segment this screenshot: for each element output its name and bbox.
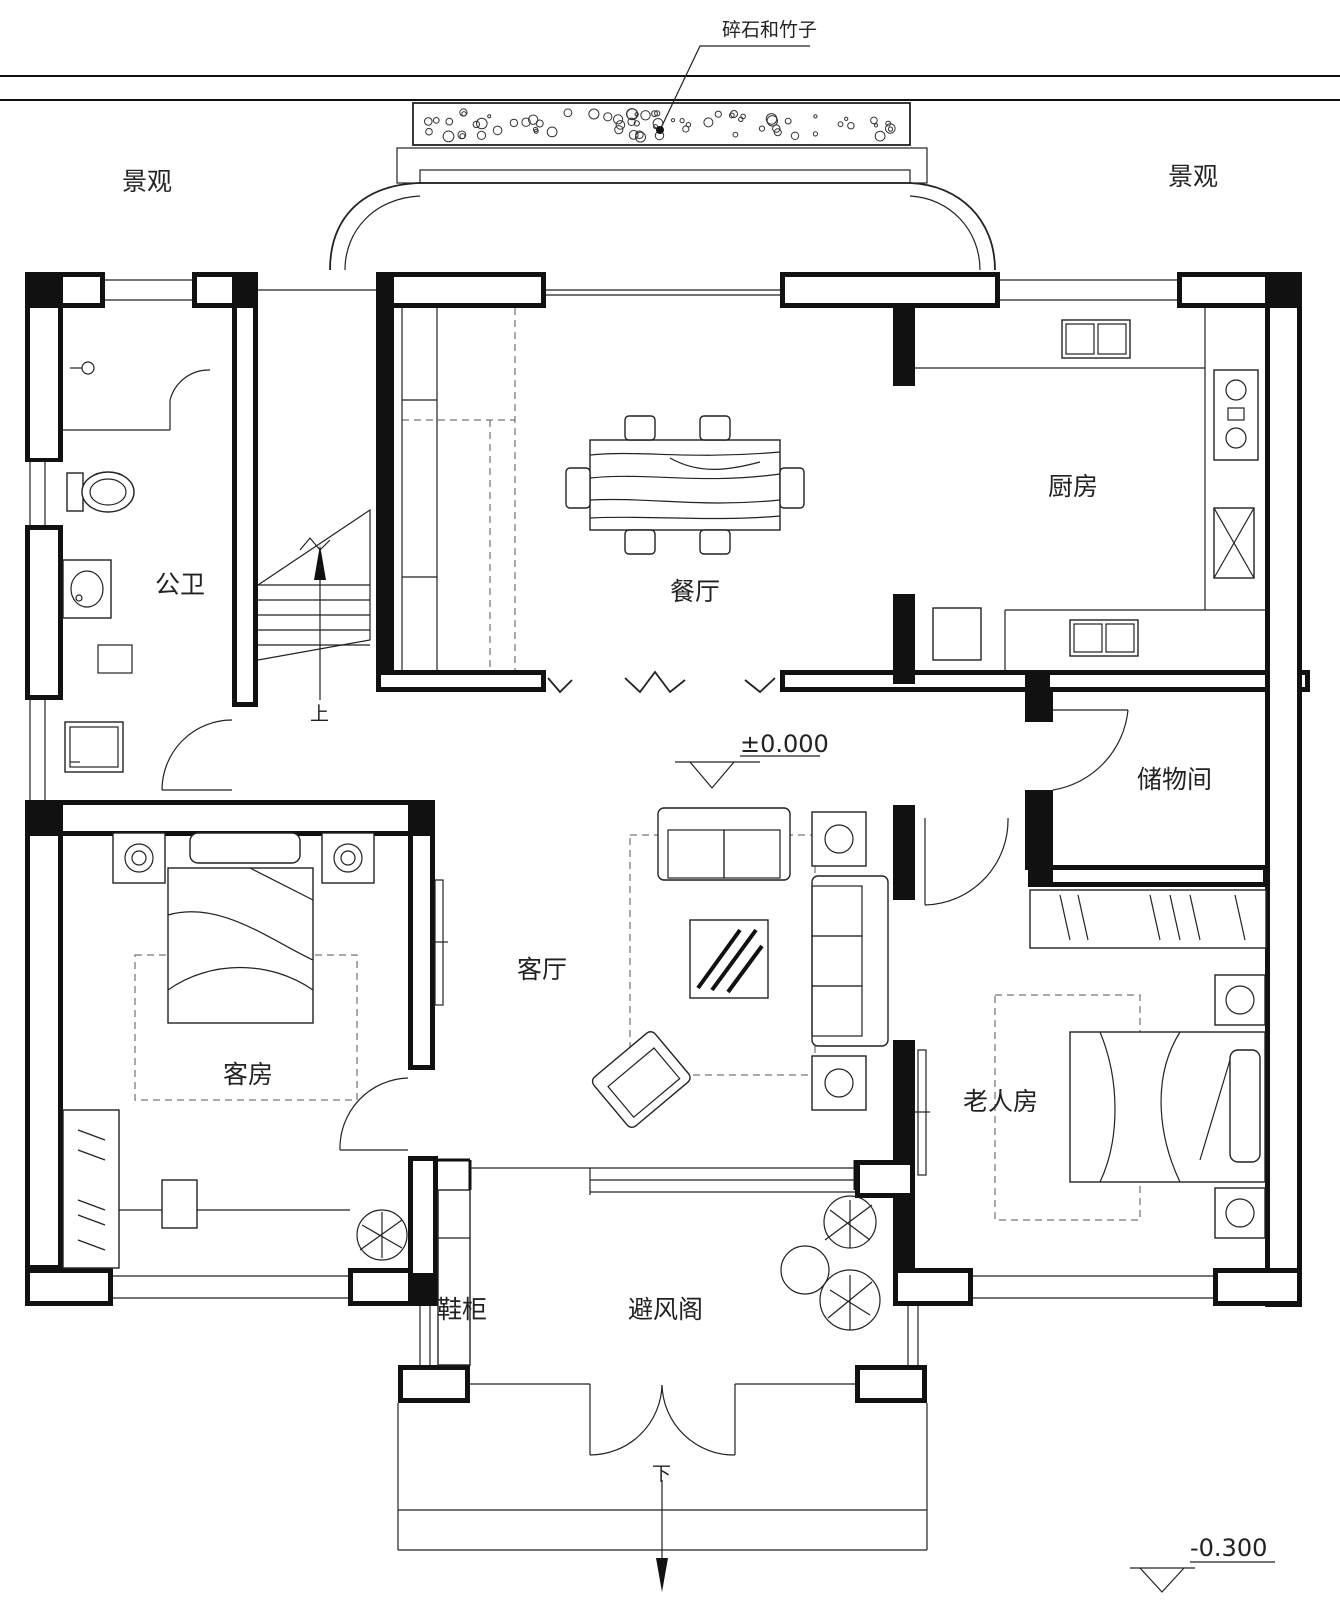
stair-up-label: 上 bbox=[310, 703, 329, 725]
gravel-dot bbox=[714, 110, 722, 118]
gravel-annotation: 碎石和竹子 bbox=[722, 19, 817, 41]
guest-room-furniture bbox=[62, 832, 409, 1269]
gravel-dot bbox=[772, 124, 781, 133]
storage-door bbox=[1052, 709, 1129, 791]
gravel-dot bbox=[627, 117, 636, 127]
gravel-dot bbox=[476, 117, 488, 130]
gravel-dot bbox=[635, 131, 646, 143]
gravel-dot bbox=[615, 120, 626, 130]
room-living: 客厅 bbox=[517, 955, 567, 984]
vestibule bbox=[356, 1167, 928, 1592]
gravel-dot bbox=[679, 118, 685, 124]
gravel-dot bbox=[445, 117, 454, 126]
gravel-dot bbox=[640, 110, 651, 121]
gravel-dot bbox=[651, 110, 658, 118]
room-kitchen: 厨房 bbox=[1048, 472, 1098, 501]
bath-door bbox=[161, 719, 233, 791]
gravel-dot bbox=[425, 127, 433, 136]
gravel-dot bbox=[492, 125, 503, 136]
gravel-dot bbox=[670, 118, 676, 123]
gravel-dot bbox=[887, 126, 894, 132]
room-guest: 客房 bbox=[223, 1060, 273, 1089]
bath-fixtures bbox=[62, 361, 211, 773]
gravel-dot bbox=[614, 125, 624, 135]
gravel-dot bbox=[773, 128, 782, 137]
gravel-dot bbox=[784, 117, 792, 125]
room-dining: 餐厅 bbox=[670, 577, 720, 606]
level-outside-label: -0.300 bbox=[1190, 1534, 1267, 1562]
gravel-dot bbox=[563, 108, 573, 118]
gravel-dot bbox=[472, 120, 480, 129]
kitchen-fixtures bbox=[915, 308, 1265, 670]
gravel-dot bbox=[703, 117, 714, 128]
gravel-dot bbox=[766, 115, 778, 127]
level-marker-outside bbox=[1130, 1561, 1275, 1593]
level-marker-main bbox=[675, 755, 820, 789]
walls bbox=[25, 272, 1310, 1403]
room-vestibule: 避风阁 bbox=[628, 1295, 703, 1324]
gravel-dot bbox=[424, 117, 433, 126]
gravel-dot bbox=[476, 130, 487, 140]
shoe-cabinet-label: 鞋柜 bbox=[437, 1295, 487, 1324]
gravel-dot bbox=[533, 128, 539, 134]
dining-table bbox=[565, 415, 805, 555]
landscape-left-label: 景观 bbox=[122, 167, 172, 196]
gravel-dot bbox=[521, 117, 531, 127]
gravel-leader bbox=[656, 45, 810, 134]
gravel-dot bbox=[813, 114, 818, 119]
gravel-dot bbox=[653, 124, 658, 130]
gravel-dot bbox=[837, 121, 844, 128]
gravel-dot bbox=[728, 112, 735, 119]
gravel-dot bbox=[528, 114, 539, 125]
landscape-right-label: 景观 bbox=[1168, 162, 1218, 191]
dining-guides bbox=[401, 308, 516, 670]
gravel-dot bbox=[432, 117, 440, 124]
gravel-dot bbox=[885, 123, 896, 134]
stair-down-label: 下 bbox=[652, 1463, 671, 1485]
gravel-dot bbox=[633, 120, 640, 127]
gravel-dot bbox=[682, 125, 690, 133]
gravel-dot bbox=[546, 126, 558, 138]
gravel-dot bbox=[847, 122, 855, 130]
gravel-dot bbox=[442, 130, 455, 143]
gravel-dot bbox=[812, 131, 819, 137]
gravel-dot bbox=[613, 114, 624, 125]
gravel-dot bbox=[732, 131, 739, 138]
gravel-dot bbox=[626, 108, 638, 120]
elder-room-furniture bbox=[915, 817, 1267, 1239]
gravel-dot bbox=[588, 108, 600, 120]
road-lines bbox=[0, 75, 1340, 101]
gravel-dot bbox=[509, 118, 519, 128]
stair bbox=[257, 508, 371, 700]
gravel-dot bbox=[740, 113, 746, 120]
gravel-dot bbox=[758, 125, 766, 132]
gravel-dot bbox=[874, 130, 886, 142]
gravel-dot bbox=[459, 133, 466, 140]
gravel-dot bbox=[628, 130, 639, 140]
gravel-dot bbox=[730, 110, 738, 118]
gravel-planter bbox=[396, 102, 928, 184]
room-public-bath: 公卫 bbox=[155, 570, 205, 599]
folding-doors bbox=[547, 670, 776, 694]
level-main-label: ±0.000 bbox=[740, 730, 829, 758]
living-furniture bbox=[432, 807, 889, 1129]
gravel-dot bbox=[654, 110, 661, 117]
gravel-dot bbox=[844, 116, 849, 122]
gravel-dot bbox=[487, 114, 492, 119]
room-elder: 老人房 bbox=[963, 1087, 1038, 1116]
gravel-dot bbox=[603, 112, 613, 122]
rear-bay bbox=[329, 182, 996, 271]
gravel-dot bbox=[870, 116, 878, 125]
room-storage: 储物间 bbox=[1137, 765, 1212, 794]
gravel-dot bbox=[873, 123, 879, 128]
gravel-dot bbox=[461, 111, 467, 117]
gravel-dot bbox=[790, 131, 800, 141]
